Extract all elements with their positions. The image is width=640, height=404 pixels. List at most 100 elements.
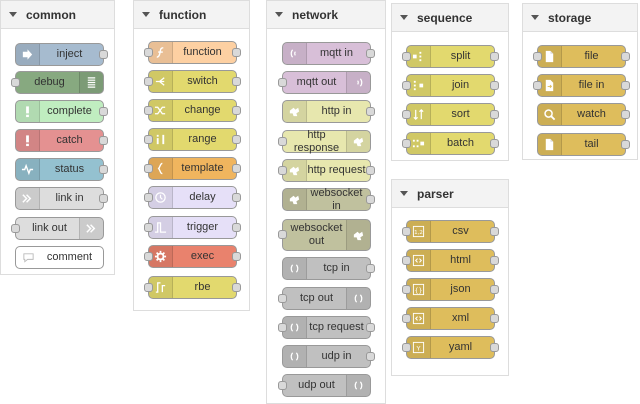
node-trigger[interactable]: trigger [144,216,241,239]
output-port[interactable] [99,193,108,203]
output-port[interactable] [99,106,108,116]
category-header-common[interactable]: common [1,1,114,29]
node-mqtt-out[interactable]: mqtt out [278,71,371,94]
input-port[interactable] [533,51,542,61]
output-port[interactable] [621,51,630,61]
output-port[interactable] [99,164,108,174]
node-csv[interactable]: 1,2 csv [402,220,499,243]
output-port[interactable] [366,194,375,204]
category-header-network[interactable]: network [267,1,385,29]
node-tcp-out[interactable]: tcp out [278,287,371,310]
node-watch[interactable]: watch [537,103,630,126]
input-port[interactable] [402,342,411,352]
output-port[interactable] [232,47,241,57]
output-port[interactable] [232,222,241,232]
node-http-request[interactable]: http request [278,159,375,182]
output-port[interactable] [99,135,108,145]
node-inject[interactable]: inject [15,43,108,66]
category-header-storage[interactable]: storage [523,4,637,32]
input-port[interactable] [144,282,153,292]
node-websocket-out[interactable]: websocket out [278,219,371,251]
input-port[interactable] [402,313,411,323]
node-switch[interactable]: switch [144,70,241,93]
input-port[interactable] [144,76,153,86]
output-port[interactable] [621,139,630,149]
output-port[interactable] [366,263,375,273]
input-port[interactable] [533,80,542,90]
node-template[interactable]: template [144,157,241,180]
output-port[interactable] [366,48,375,58]
node-file-in[interactable]: file in [533,74,630,97]
input-port[interactable] [278,165,287,175]
input-port[interactable] [278,230,287,239]
input-port[interactable] [278,136,287,146]
output-port[interactable] [490,109,499,119]
output-port[interactable] [232,134,241,144]
node-udp-out[interactable]: udp out [278,374,371,397]
output-port[interactable] [366,106,375,116]
input-port[interactable] [402,226,411,236]
node-link-out[interactable]: link out [11,217,104,240]
input-port[interactable] [278,322,287,332]
input-port[interactable] [402,255,411,265]
node-link-in[interactable]: link in [15,187,108,210]
output-port[interactable] [490,226,499,236]
node-tcp-in[interactable]: tcp in [282,257,375,280]
output-port[interactable] [232,251,241,261]
node-rbe[interactable]: rbe [144,276,241,299]
input-port[interactable] [11,77,20,87]
node-comment[interactable]: comment [15,246,104,269]
output-port[interactable] [366,322,375,332]
input-port[interactable] [144,192,153,202]
output-port[interactable] [232,192,241,202]
output-port[interactable] [232,282,241,292]
input-port[interactable] [144,222,153,232]
node-xml[interactable]: xml [402,307,499,330]
node-exec[interactable]: exec [144,245,241,268]
output-port[interactable] [232,163,241,173]
node-tail[interactable]: tail [537,133,630,156]
output-port[interactable] [232,76,241,86]
node-status[interactable]: status [15,158,108,181]
output-port[interactable] [621,80,630,90]
node-mqtt-in[interactable]: mqtt in [282,42,375,65]
output-port[interactable] [490,51,499,61]
node-websocket-in[interactable]: websocket in [282,187,375,212]
node-batch[interactable]: batch [402,132,499,155]
input-port[interactable] [144,134,153,144]
node-function[interactable]: function [144,41,241,64]
node-complete[interactable]: complete [15,100,108,123]
node-html[interactable]: html [402,249,499,272]
input-port[interactable] [402,109,411,119]
node-change[interactable]: change [144,99,241,122]
output-port[interactable] [490,313,499,323]
input-port[interactable] [402,80,411,90]
node-yaml[interactable]: Y yaml [402,336,499,359]
output-port[interactable] [490,255,499,265]
input-port[interactable] [144,47,153,57]
node-split[interactable]: split [402,45,499,68]
node-json[interactable]: {} json [402,278,499,301]
output-port[interactable] [232,105,241,115]
output-port[interactable] [621,109,630,119]
output-port[interactable] [99,49,108,59]
input-port[interactable] [11,223,20,233]
input-port[interactable] [278,380,287,390]
output-port[interactable] [490,342,499,352]
input-port[interactable] [144,163,153,173]
input-port[interactable] [278,293,287,303]
node-sort[interactable]: sort [402,103,499,126]
node-udp-in[interactable]: udp in [282,345,375,368]
node-range[interactable]: range [144,128,241,151]
output-port[interactable] [490,138,499,148]
node-catch[interactable]: catch [15,129,108,152]
input-port[interactable] [402,284,411,294]
category-header-function[interactable]: function [134,1,249,29]
output-port[interactable] [490,80,499,90]
node-file[interactable]: file [533,45,630,68]
node-join[interactable]: join [402,74,499,97]
output-port[interactable] [366,351,375,361]
node-delay[interactable]: delay [144,186,241,209]
input-port[interactable] [278,77,287,87]
node-http-in[interactable]: http in [282,100,375,123]
